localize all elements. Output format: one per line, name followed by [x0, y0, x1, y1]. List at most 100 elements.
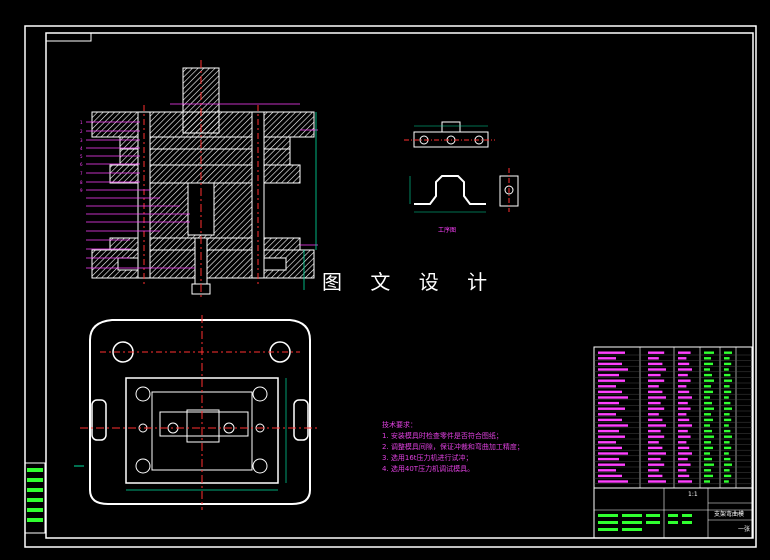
parts-row-cell — [678, 407, 691, 410]
drawing-border-inner — [45, 32, 754, 539]
parts-row-cell — [648, 474, 663, 478]
parts-row-cell — [648, 424, 666, 427]
technical-requirements: 技术要求： 1. 安装模具时检查零件是否符合图纸； 2. 调整模具间隙，保证冲裁… — [382, 420, 524, 475]
parts-row-cell — [724, 424, 729, 427]
svg-text:6: 6 — [80, 162, 83, 167]
parts-row-cell — [598, 362, 622, 366]
parts-row-cell — [648, 390, 663, 394]
parts-row-cell — [704, 424, 710, 427]
parts-row-cell — [648, 385, 659, 388]
parts-row-cell — [678, 429, 688, 433]
parts-row-cell — [724, 379, 732, 382]
parts-row-cell — [678, 390, 690, 394]
parts-row-cell — [704, 407, 714, 410]
parts-row-cell — [648, 368, 666, 371]
parts-row-cell — [598, 401, 619, 405]
parts-row-cell — [678, 413, 687, 416]
parts-row-cell — [598, 480, 628, 483]
parts-row-cell — [598, 385, 616, 388]
parts-row-cell — [724, 446, 732, 450]
parts-row-cell — [678, 435, 691, 438]
parts-row-cell — [724, 373, 731, 377]
parts-row-cell — [704, 463, 714, 466]
parts-row-cell — [724, 390, 732, 394]
parts-row-cell — [678, 396, 692, 399]
parts-row-cell — [648, 407, 665, 410]
parts-row-cell — [724, 418, 732, 422]
svg-text:9: 9 — [80, 188, 83, 193]
parts-row-cell — [704, 373, 712, 377]
parts-row-cell — [704, 452, 710, 455]
parts-row-cell — [678, 474, 690, 478]
parts-row-cell — [678, 469, 687, 472]
parts-row-cell — [678, 424, 692, 427]
process-label: 工序图 — [438, 226, 456, 234]
svg-text:7: 7 — [80, 171, 83, 176]
tech-title: 技术要求： — [382, 421, 417, 429]
parts-row-cell — [598, 390, 622, 394]
parts-row-cell — [598, 413, 616, 416]
parts-row-cell — [704, 396, 710, 399]
parts-row-cell — [598, 429, 619, 433]
parts-row-cell — [678, 379, 691, 382]
parts-row-cell — [704, 385, 711, 388]
parts-row-cell — [648, 463, 665, 466]
process-drawing: 工序图 — [404, 121, 519, 234]
parts-row-cell — [648, 362, 663, 366]
parts-row-cell — [724, 407, 732, 410]
tech-item: 4. 选用40T压力机调试模具。 — [382, 465, 475, 473]
parts-row-cell — [724, 401, 731, 405]
svg-text:8: 8 — [80, 180, 83, 185]
parts-row-cell — [724, 469, 730, 472]
parts-row-cell — [648, 457, 661, 461]
parts-row-cell — [724, 463, 732, 466]
svg-text:3: 3 — [80, 138, 83, 143]
parts-row-cell — [678, 418, 690, 422]
parts-row-cell — [704, 357, 711, 360]
parts-row-cell — [724, 413, 730, 416]
parts-row-cell — [724, 362, 732, 366]
parts-row-cell — [704, 429, 712, 433]
parts-row-cell — [704, 469, 711, 472]
parts-row-cell — [648, 480, 666, 483]
parts-row-cell — [598, 474, 622, 478]
parts-row-cell — [724, 480, 729, 483]
parts-row-cell — [704, 435, 714, 438]
parts-row-cell — [704, 379, 714, 382]
title-drawing-name: 支架弯曲模 — [714, 511, 745, 518]
parts-row-cell — [724, 368, 729, 371]
parts-list-rows — [594, 351, 752, 484]
parts-row-cell — [724, 357, 730, 360]
parts-row-cell — [598, 396, 628, 399]
tech-item: 1. 安装模具时检查零件是否符合图纸； — [382, 432, 503, 440]
parts-row-cell — [704, 351, 714, 354]
parts-row-cell — [704, 401, 712, 405]
parts-row-cell — [598, 463, 625, 466]
parts-row-cell — [704, 457, 712, 461]
parts-row-cell — [678, 463, 691, 466]
title-block — [593, 487, 753, 539]
parts-row-cell — [648, 441, 659, 444]
parts-row-cell — [598, 357, 616, 360]
tech-item: 2. 调整模具间隙，保证冲裁和弯曲加工精度； — [382, 443, 524, 451]
parts-row-cell — [678, 362, 690, 366]
svg-text:1: 1 — [80, 120, 83, 125]
parts-row-cell — [704, 474, 713, 478]
parts-row-cell — [648, 351, 665, 354]
title-scale: 1:1 — [688, 491, 698, 498]
parts-row-cell — [598, 457, 619, 461]
parts-row-cell — [678, 401, 688, 405]
parts-row-cell — [598, 446, 622, 450]
parts-row-cell — [648, 413, 659, 416]
parts-row-cell — [704, 441, 711, 444]
parts-row-cell — [724, 429, 731, 433]
parts-row-cell — [648, 429, 661, 433]
parts-row-cell — [678, 457, 688, 461]
mold-section-view: 123 456 789 — [80, 60, 318, 300]
parts-row-cell — [678, 351, 691, 354]
parts-row-cell — [724, 441, 730, 444]
parts-row-cell — [724, 435, 732, 438]
parts-row-cell — [598, 407, 625, 410]
title-sheet: 一张 — [738, 526, 751, 533]
tech-item: 3. 选用16t压力机进行试冲； — [382, 454, 473, 462]
